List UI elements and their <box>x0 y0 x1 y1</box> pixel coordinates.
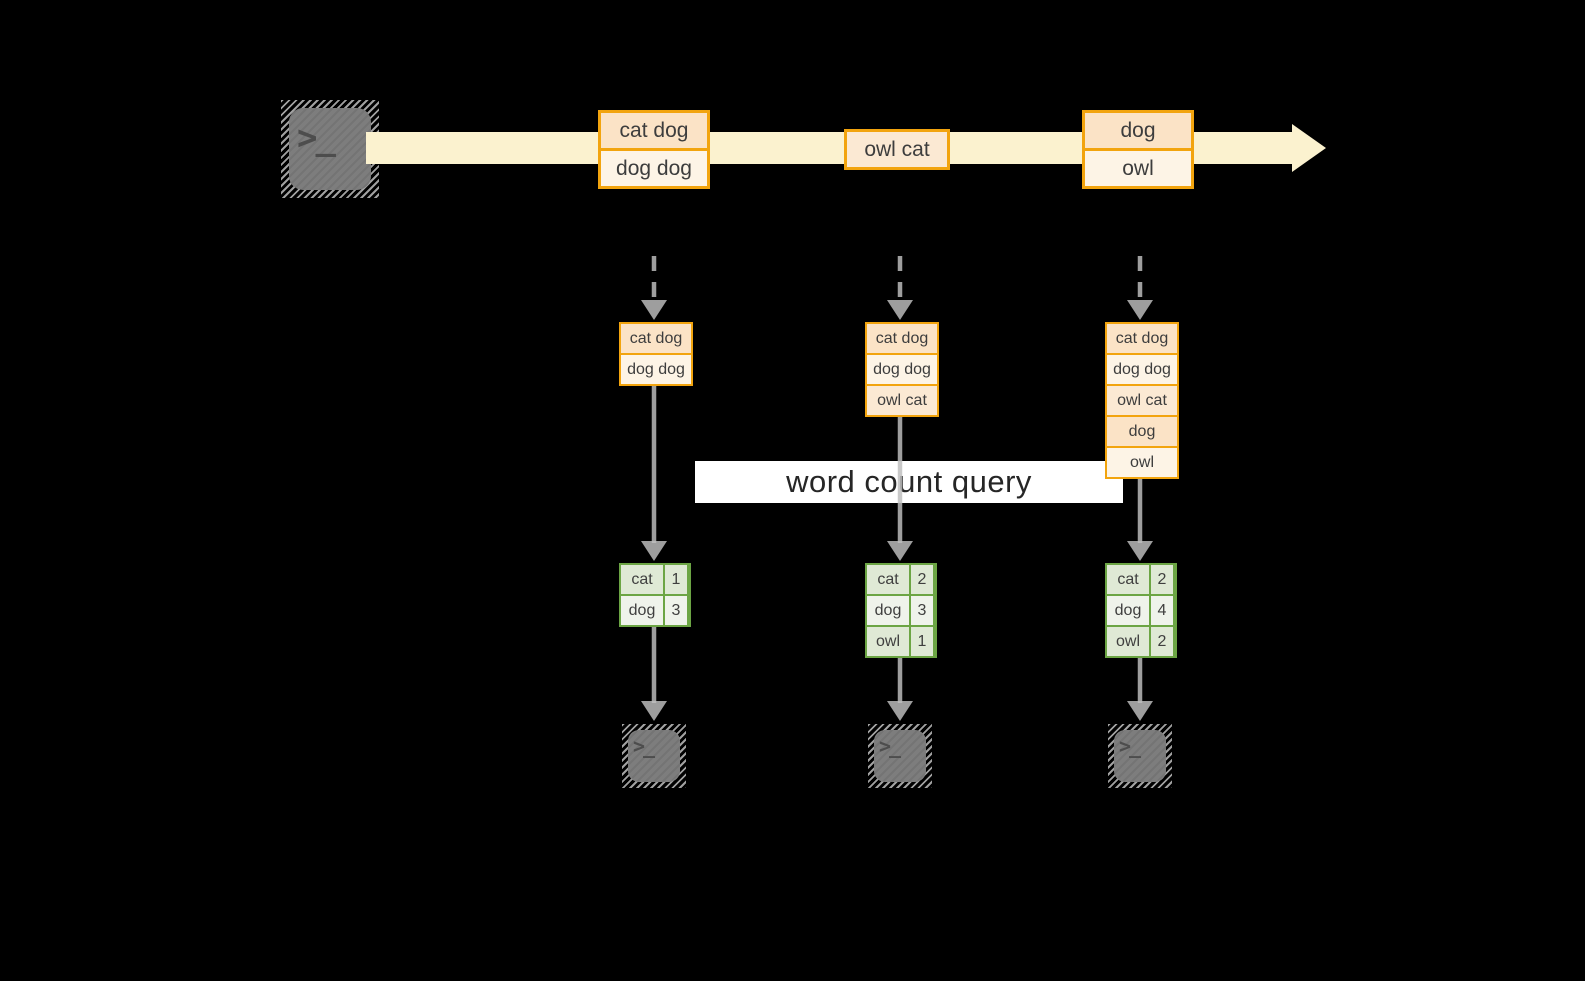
count-value: 2 <box>1149 565 1173 594</box>
stream-record-cell: owl cat <box>847 132 947 167</box>
output-arrow-head <box>1127 701 1153 721</box>
count-value: 1 <box>663 565 687 594</box>
buffer-cell: owl <box>1107 446 1177 477</box>
count-word: owl <box>867 627 909 656</box>
count-word: dog <box>621 596 663 625</box>
query-arrow-head <box>641 541 667 561</box>
buffer-cell: cat dog <box>867 324 937 353</box>
stream-record-cell: cat dog <box>601 113 707 148</box>
query-arrow-head <box>887 541 913 561</box>
count-value: 3 <box>663 596 687 625</box>
buffer-cell: dog <box>1107 415 1177 446</box>
count-value: 2 <box>1149 627 1173 656</box>
query-banner-label: word count query <box>786 464 1032 499</box>
buffer-cell: dog dog <box>621 353 691 384</box>
terminal-screen <box>289 108 371 190</box>
count-word: dog <box>867 596 909 625</box>
terminal-screen <box>1114 730 1166 782</box>
terminal-screen <box>874 730 926 782</box>
output-arrow-head <box>887 701 913 721</box>
terminal-screen <box>628 730 680 782</box>
count-value: 2 <box>909 565 933 594</box>
stream-arrowhead <box>1292 124 1326 172</box>
stream-record-cell: owl <box>1085 148 1191 186</box>
buffer-cell: cat dog <box>621 324 691 353</box>
buffer-cell: owl cat <box>1107 384 1177 415</box>
terminal-prompt-icon: >_ <box>879 734 901 758</box>
terminal-icon: >_ <box>622 724 686 788</box>
count-word: cat <box>1107 565 1149 594</box>
output-arrow-head <box>641 701 667 721</box>
stream-record-cell: dog dog <box>601 148 707 186</box>
terminal-prompt-icon: >_ <box>633 734 655 758</box>
buffer-cell: dog dog <box>1107 353 1177 384</box>
count-word: dog <box>1107 596 1149 625</box>
count-word: cat <box>621 565 663 594</box>
buffer-cell: owl cat <box>867 384 937 415</box>
count-value: 3 <box>909 596 933 625</box>
query-banner: word count query <box>695 461 1123 503</box>
terminal-icon: >_ <box>1108 724 1172 788</box>
stream-record-cell: dog <box>1085 113 1191 148</box>
ingest-arrow-head <box>887 300 913 320</box>
buffer-cell: dog dog <box>867 353 937 384</box>
count-word: cat <box>867 565 909 594</box>
count-word: owl <box>1107 627 1149 656</box>
terminal-prompt-icon: >_ <box>297 118 336 158</box>
count-value: 4 <box>1149 596 1173 625</box>
ingest-arrow-head <box>1127 300 1153 320</box>
terminal-icon: >_ <box>868 724 932 788</box>
terminal-prompt-icon: >_ <box>1119 734 1141 758</box>
count-value: 1 <box>909 627 933 656</box>
query-arrow-head <box>1127 541 1153 561</box>
buffer-cell: cat dog <box>1107 324 1177 353</box>
terminal-icon: >_ <box>281 100 379 198</box>
ingest-arrow-head <box>641 300 667 320</box>
stream-record: owl cat <box>844 129 950 170</box>
